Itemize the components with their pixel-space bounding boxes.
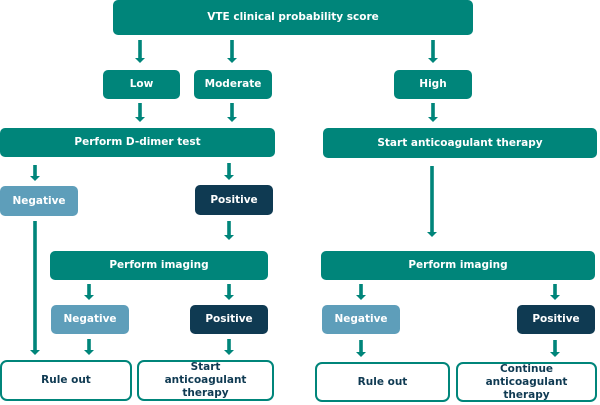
- arrow-negative-to-ruleout: [30, 221, 40, 355]
- left-imaging-positive-label: Positive: [205, 313, 253, 325]
- arrow-left-imaging-to-positive: [224, 284, 234, 300]
- ddimer-positive-label: Positive: [210, 193, 258, 206]
- left-imaging-negative-box: Negative: [51, 305, 129, 334]
- arrow-ddimer-to-positive: [224, 163, 234, 180]
- arrow-right-imaging-to-negative: [356, 284, 366, 300]
- right-imaging-box: Perform imaging: [321, 251, 595, 280]
- right-rule-out-label: Rule out: [357, 375, 408, 388]
- low-box: Low: [103, 70, 180, 99]
- arrow-left-imaging-to-negative: [84, 284, 94, 300]
- arrow-to-high: [428, 40, 438, 63]
- arrow-to-moderate: [227, 40, 237, 63]
- moderate-label: Moderate: [204, 78, 262, 90]
- vte-score-box: VTE clinical probability score: [113, 0, 473, 35]
- right-imaging-negative-box: Negative: [322, 305, 400, 334]
- ddimer-negative-box: Negative: [0, 186, 78, 216]
- ddimer-positive-box: Positive: [195, 185, 273, 215]
- left-rule-out-box: Rule out: [0, 360, 132, 401]
- ddimer-box: Perform D-dimer test: [0, 128, 275, 157]
- arrow-right-negative-to-ruleout: [356, 340, 366, 357]
- arrow-moderate-to-ddimer: [227, 103, 237, 122]
- arrow-high-to-therapy: [428, 103, 438, 122]
- ddimer-negative-label: Negative: [12, 194, 66, 207]
- left-rule-out-label: Rule out: [41, 374, 91, 386]
- low-label: Low: [129, 78, 154, 90]
- left-start-therapy-label: Start anticoagulant therapy: [164, 361, 247, 399]
- high-box: High: [394, 70, 472, 99]
- left-imaging-label: Perform imaging: [109, 259, 209, 271]
- right-imaging-positive-box: Positive: [517, 305, 595, 334]
- right-imaging-negative-label: Negative: [334, 313, 388, 325]
- right-imaging-positive-label: Positive: [532, 313, 580, 325]
- start-therapy-box: Start anticoagulant therapy: [323, 128, 597, 158]
- right-imaging-label: Perform imaging: [408, 259, 508, 271]
- start-therapy-label: Start anticoagulant therapy: [377, 136, 543, 149]
- arrow-positive-to-imaging: [224, 221, 234, 240]
- arrow-right-positive-to-continue: [550, 340, 560, 357]
- moderate-box: Moderate: [194, 70, 272, 99]
- arrow-right-imaging-to-positive: [550, 284, 560, 300]
- arrow-ddimer-to-negative: [30, 165, 40, 181]
- left-imaging-box: Perform imaging: [50, 251, 268, 280]
- arrow-therapy-to-imaging: [427, 166, 437, 237]
- ddimer-label: Perform D-dimer test: [74, 136, 201, 148]
- right-continue-label: Continue anticoagulant therapy: [485, 362, 568, 401]
- left-imaging-negative-label: Negative: [63, 313, 117, 325]
- vte-score-label: VTE clinical probability score: [207, 11, 379, 23]
- arrow-left-negative-to-ruleout: [84, 339, 94, 355]
- left-imaging-positive-box: Positive: [190, 305, 268, 334]
- arrow-to-low: [135, 40, 145, 63]
- arrow-left-positive-to-start: [224, 339, 234, 355]
- right-rule-out-box: Rule out: [315, 362, 450, 402]
- high-label: High: [419, 78, 447, 90]
- left-start-therapy-box: Start anticoagulant therapy: [137, 360, 274, 401]
- arrow-low-to-ddimer: [135, 103, 145, 122]
- right-continue-box: Continue anticoagulant therapy: [456, 362, 597, 402]
